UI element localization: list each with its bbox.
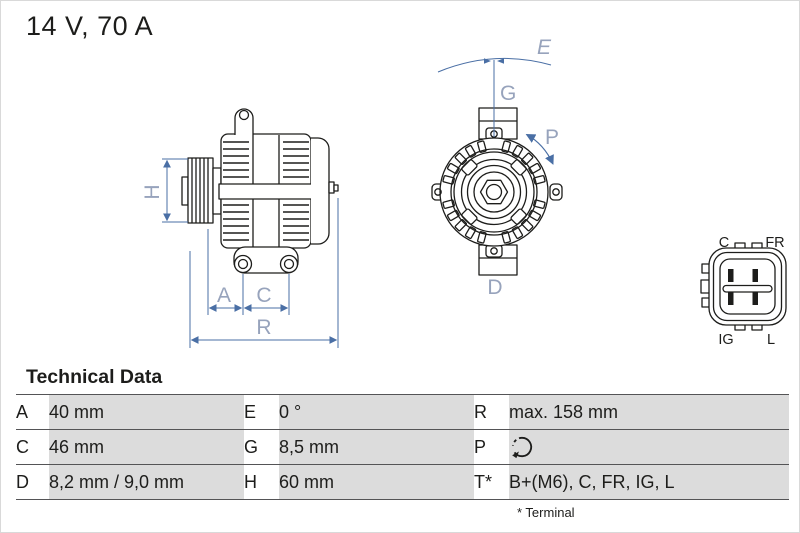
front-circle-5 bbox=[473, 171, 515, 213]
dim-value-e: 0 ° bbox=[279, 394, 474, 430]
connector-pin-labels: C FR IG L bbox=[718, 235, 784, 348]
front-circle-3 bbox=[460, 158, 528, 226]
dim-value-g: 8,5 mm bbox=[279, 429, 474, 465]
dim-value-p bbox=[509, 429, 789, 465]
dim-key-e: E bbox=[244, 394, 279, 430]
bplus-terminal bbox=[328, 181, 335, 194]
center-strip bbox=[218, 183, 314, 200]
dim-value-h: 60 mm bbox=[279, 464, 474, 500]
dim-label-e: E bbox=[537, 36, 552, 59]
dim-label-g: G bbox=[500, 82, 516, 105]
dim-label-d: D bbox=[487, 276, 502, 299]
lug-left-hole bbox=[434, 188, 442, 196]
dim-label-r: R bbox=[256, 316, 271, 339]
front-top-bracket bbox=[478, 107, 518, 140]
mounting-hole-right bbox=[279, 254, 299, 274]
dim-label-p: P bbox=[545, 126, 559, 149]
connector-pins bbox=[728, 269, 758, 305]
technical-data-table: A 40 mm E 0 ° R max. 158 mm C 46 mm G 8,… bbox=[16, 394, 789, 500]
connector-cavity bbox=[719, 258, 776, 315]
extension-lines bbox=[189, 198, 339, 348]
h-extension-lines bbox=[162, 158, 188, 223]
alternator-side-view bbox=[181, 108, 339, 274]
technical-data-title: Technical Data bbox=[26, 366, 163, 388]
connector-diagram bbox=[700, 242, 787, 331]
technical-drawing: H A C R E G P D bbox=[141, 36, 787, 348]
pin-label-c: C bbox=[719, 235, 729, 251]
dim-key-p: P bbox=[474, 429, 509, 465]
mounting-hole-right-inner bbox=[283, 258, 295, 270]
dim-key-a: A bbox=[16, 394, 49, 430]
connector-body-inner bbox=[712, 251, 783, 322]
front-circle-2 bbox=[453, 151, 535, 233]
table-row: C 46 mm G 8,5 mm P bbox=[16, 429, 789, 465]
lug-right bbox=[549, 183, 563, 201]
dim-value-t: B+(M6), C, FR, IG, L bbox=[509, 464, 789, 500]
table-row: A 40 mm E 0 ° R max. 158 mm bbox=[16, 394, 789, 430]
dim-key-t: T* bbox=[474, 464, 509, 500]
pulley-hub bbox=[181, 176, 189, 206]
technical-data-section: Technical Data A 40 mm E 0 ° R max. 158 … bbox=[1, 364, 799, 520]
dim-label-h: H bbox=[141, 184, 164, 199]
dimension-labels: H A C R E G P D bbox=[141, 36, 559, 339]
table-row: D 8,2 mm / 9,0 mm H 60 mm T* B+(M6), C, … bbox=[16, 464, 789, 500]
lug-bottom-hole bbox=[490, 247, 498, 255]
front-circle-1 bbox=[450, 148, 538, 236]
shaft-nut-hex bbox=[479, 179, 509, 205]
pin-label-fr: FR bbox=[765, 235, 784, 251]
dim-key-d: D bbox=[16, 464, 49, 500]
dim-label-a: A bbox=[217, 284, 231, 307]
dim-value-r: max. 158 mm bbox=[509, 394, 789, 430]
dim-value-d: 8,2 mm / 9,0 mm bbox=[49, 464, 244, 500]
p-rotation-arrow bbox=[525, 133, 554, 165]
bplus-terminal-tip bbox=[333, 184, 339, 192]
pin-label-l: L bbox=[767, 332, 775, 348]
e-angle-arc bbox=[437, 58, 552, 73]
rotation-direction-icon bbox=[511, 436, 533, 459]
dim-value-a: 40 mm bbox=[49, 394, 244, 430]
dim-key-g: G bbox=[244, 429, 279, 465]
alternator-front-view bbox=[431, 107, 563, 276]
mounting-hole-left bbox=[233, 254, 253, 274]
electrical-rating: 14 V, 70 A bbox=[26, 11, 154, 41]
dimension-annotations bbox=[162, 58, 554, 348]
fins-right bbox=[283, 141, 309, 241]
dim-label-c: C bbox=[256, 284, 271, 307]
front-outer-ring bbox=[439, 137, 549, 247]
dim-value-c: 46 mm bbox=[49, 429, 244, 465]
pin-label-ig: IG bbox=[718, 332, 733, 348]
dim-key-c: C bbox=[16, 429, 49, 465]
dim-key-h: H bbox=[244, 464, 279, 500]
connector-key-bar bbox=[722, 284, 773, 293]
rear-cover bbox=[311, 137, 330, 245]
dim-key-r: R bbox=[474, 394, 509, 430]
mounting-hole-left-inner bbox=[237, 258, 249, 270]
shaft-center bbox=[485, 183, 503, 201]
terminal-footnote: * Terminal bbox=[517, 505, 575, 520]
pulley-grooves bbox=[191, 158, 209, 223]
top-ear-hole bbox=[238, 109, 250, 121]
fins-left bbox=[223, 141, 249, 241]
front-circle-4 bbox=[466, 164, 522, 220]
lug-bottom bbox=[485, 244, 503, 258]
e-angle-ticks bbox=[484, 58, 504, 64]
lug-right-hole bbox=[552, 188, 560, 196]
